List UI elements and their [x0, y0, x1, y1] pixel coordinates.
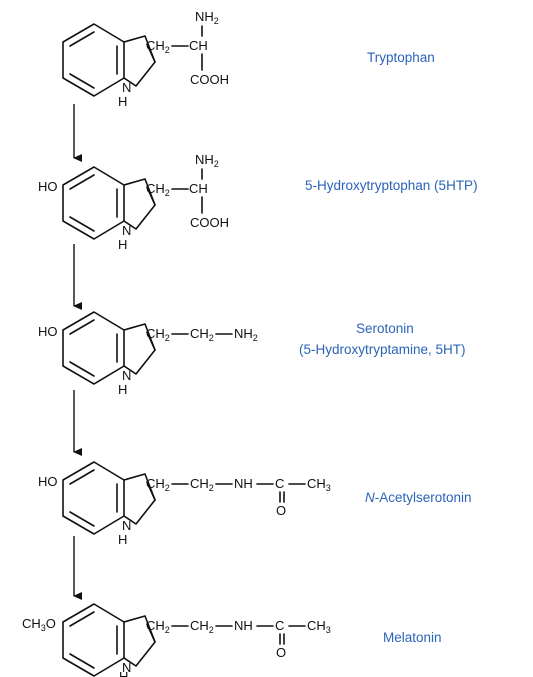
compound-tryptophan: CH2 CH NH2 COOH N H Tryptophan	[62, 9, 435, 109]
h-label: H	[118, 382, 127, 397]
nh2-label: NH2	[195, 9, 219, 26]
methoxy-substituent: CH3O	[22, 616, 56, 633]
compound-5htp: HO CH2 CH NH2 COOH N H 5-Hydroxytryptoph…	[38, 152, 478, 252]
carbonyl-o-label: O	[276, 645, 286, 660]
indole-ring	[62, 166, 156, 240]
ho-substituent: HO	[38, 474, 58, 489]
ch3-label: CH3	[307, 618, 331, 635]
compound-name-serotonin-alt: (5-Hydroxytryptamine, 5HT)	[299, 342, 466, 357]
nh2-label: NH2	[234, 326, 258, 343]
carbonyl-o-label: O	[276, 503, 286, 518]
n-label: N	[122, 660, 131, 675]
ch2-label: CH2	[146, 618, 170, 635]
ch-label: CH	[189, 38, 208, 53]
ch2-label: CH2	[146, 326, 170, 343]
h-label: H	[119, 669, 128, 677]
ch2-label: CH2	[146, 181, 170, 198]
n-label: N	[122, 368, 131, 383]
h-label: H	[118, 237, 127, 252]
nh-label: NH	[234, 618, 253, 633]
n-label: N	[122, 223, 131, 238]
compound-name-serotonin: Serotonin	[356, 321, 414, 336]
indole-ring	[62, 23, 156, 97]
ho-substituent: HO	[38, 179, 58, 194]
nh-label: NH	[234, 476, 253, 491]
ch2-label-2: CH2	[190, 326, 214, 343]
n-label: N	[122, 80, 131, 95]
indole-ring	[62, 461, 156, 535]
compound-name-tryptophan: Tryptophan	[367, 50, 435, 65]
compound-melatonin: CH3O CH2 CH2 NH C O CH3 N H Melatonin	[22, 603, 442, 677]
carbonyl-c-label: C	[275, 618, 284, 633]
cooh-label: COOH	[190, 215, 229, 230]
nh2-label: NH2	[195, 152, 219, 169]
compound-serotonin: HO CH2 CH2 NH2 N H Serotonin (5-Hydroxyt…	[38, 311, 466, 397]
ch2-label: CH2	[146, 38, 170, 55]
h-label: H	[118, 532, 127, 547]
ho-substituent: HO	[38, 324, 58, 339]
indole-ring	[62, 603, 156, 677]
cooh-label: COOH	[190, 72, 229, 87]
n-label: N	[122, 518, 131, 533]
carbonyl-c-label: C	[275, 476, 284, 491]
ch3-label: CH3	[307, 476, 331, 493]
compound-name-n-acetylserotonin: N-Acetylserotonin	[365, 490, 472, 505]
compound-n-acetylserotonin: HO CH2 CH2 NH C O CH3 N H N-Acetylseroto…	[38, 461, 472, 547]
ch-label: CH	[189, 181, 208, 196]
ch2-label-2: CH2	[190, 618, 214, 635]
ch2-label: CH2	[146, 476, 170, 493]
indole-ring	[62, 311, 156, 385]
ch2-label-2: CH2	[190, 476, 214, 493]
compound-name-melatonin: Melatonin	[383, 630, 442, 645]
h-label: H	[118, 94, 127, 109]
compound-name-5htp: 5-Hydroxytryptophan (5HTP)	[305, 178, 478, 193]
